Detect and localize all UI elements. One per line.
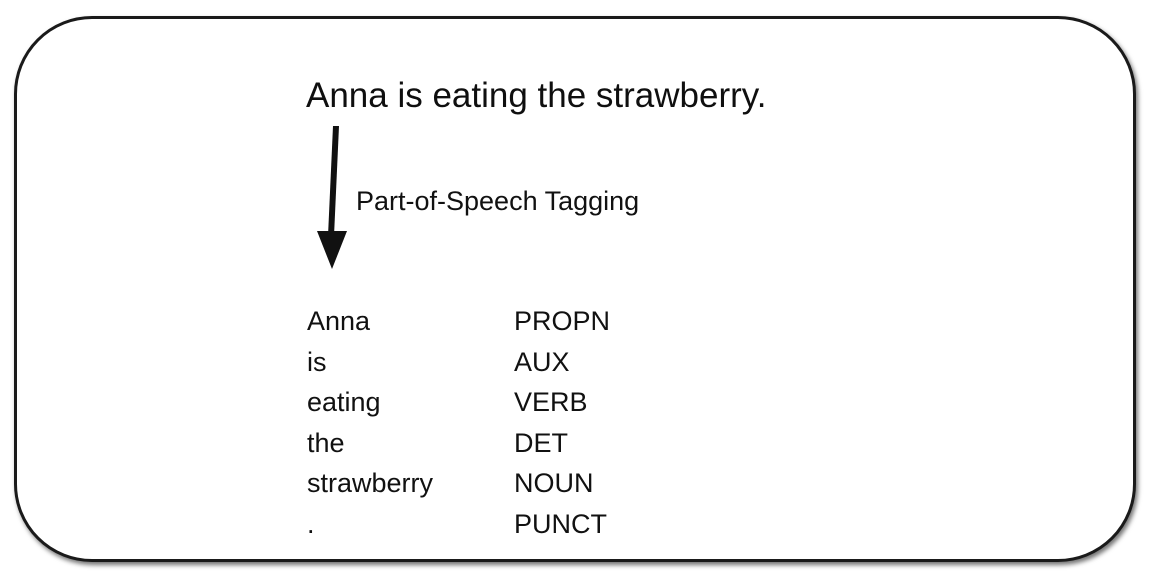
pos-tag-label: NOUN xyxy=(514,468,594,498)
token-label: Anna xyxy=(307,306,371,336)
arrow-head xyxy=(317,231,347,269)
token-label: eating xyxy=(307,387,381,417)
pos-tag-label: PUNCT xyxy=(514,508,607,539)
down-arrow-icon xyxy=(317,126,347,269)
arrow-shaft xyxy=(328,126,339,236)
token-label: strawberry xyxy=(307,468,434,498)
pos-tag-label: PROPN xyxy=(514,306,611,336)
process-label: Part-of-Speech Tagging xyxy=(356,186,640,216)
diagram-frame xyxy=(14,16,1136,562)
token-label: is xyxy=(307,346,327,377)
pos-tag-label: DET xyxy=(514,427,568,458)
input-sentence: Anna is eating the strawberry. xyxy=(306,76,767,115)
token-label: the xyxy=(307,427,345,458)
token-label: . xyxy=(307,508,315,539)
pos-tag-label: AUX xyxy=(514,346,570,377)
pos-tag-label: VERB xyxy=(514,387,588,417)
